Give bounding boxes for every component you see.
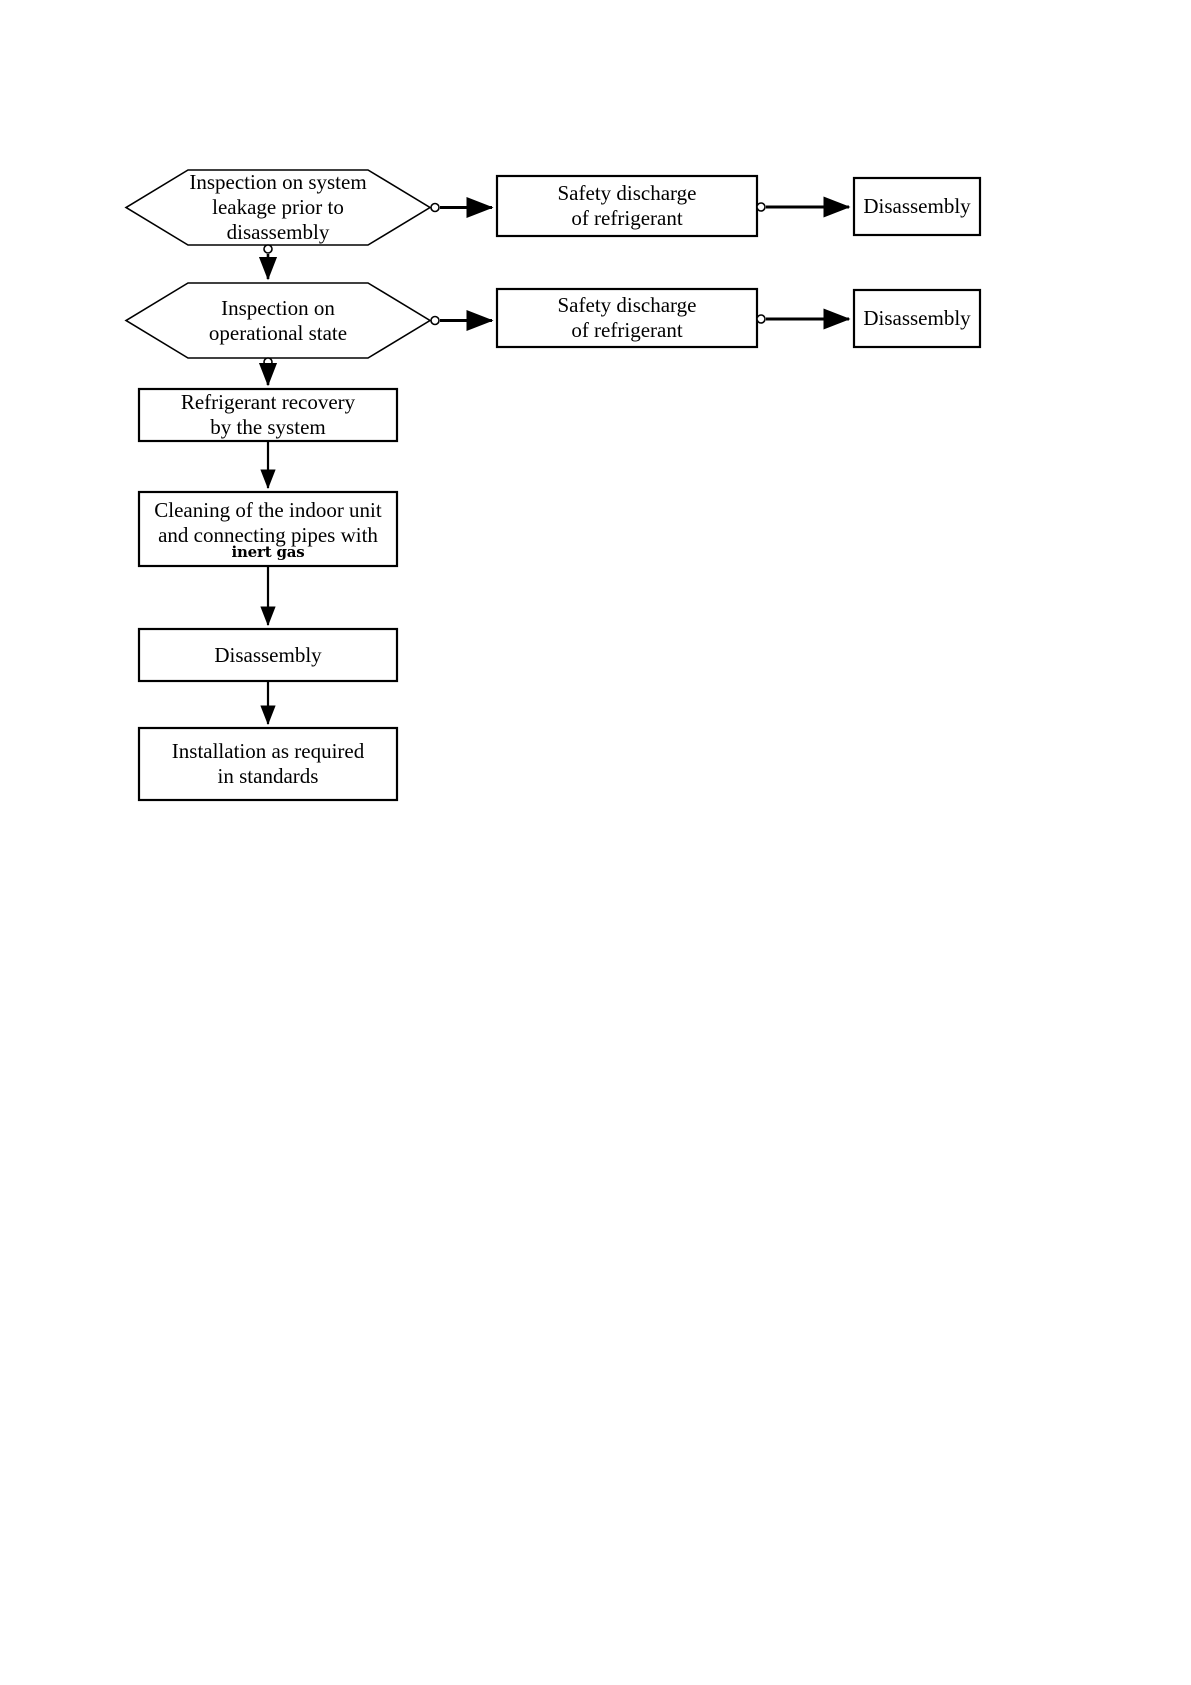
edge-operational-to-safety-discharge xyxy=(430,310,494,331)
node-disassembly-1-shape[interactable] xyxy=(852,176,982,237)
edge-leakage-to-safety-discharge xyxy=(430,197,494,218)
node-inspection-leakage-shape[interactable] xyxy=(124,169,432,246)
edge-operational-to-recovery xyxy=(258,357,278,387)
node-cleaning-indoor-unit-shape[interactable] xyxy=(137,490,399,568)
node-safety-discharge-2-shape[interactable] xyxy=(495,287,759,349)
node-refrigerant-recovery-shape[interactable] xyxy=(137,387,399,443)
node-installation-standards-shape[interactable] xyxy=(137,726,399,802)
node-safety-discharge-1-shape[interactable] xyxy=(495,174,759,238)
edge-leakage-to-operational xyxy=(258,244,278,281)
node-inspection-operational-shape[interactable] xyxy=(124,282,432,359)
node-disassembly-main-shape[interactable] xyxy=(137,627,399,683)
node-disassembly-2-shape[interactable] xyxy=(852,288,982,349)
edge-safety-discharge-to-disassembly-1 xyxy=(756,196,851,218)
edge-safety-discharge-to-disassembly-2 xyxy=(756,308,851,330)
